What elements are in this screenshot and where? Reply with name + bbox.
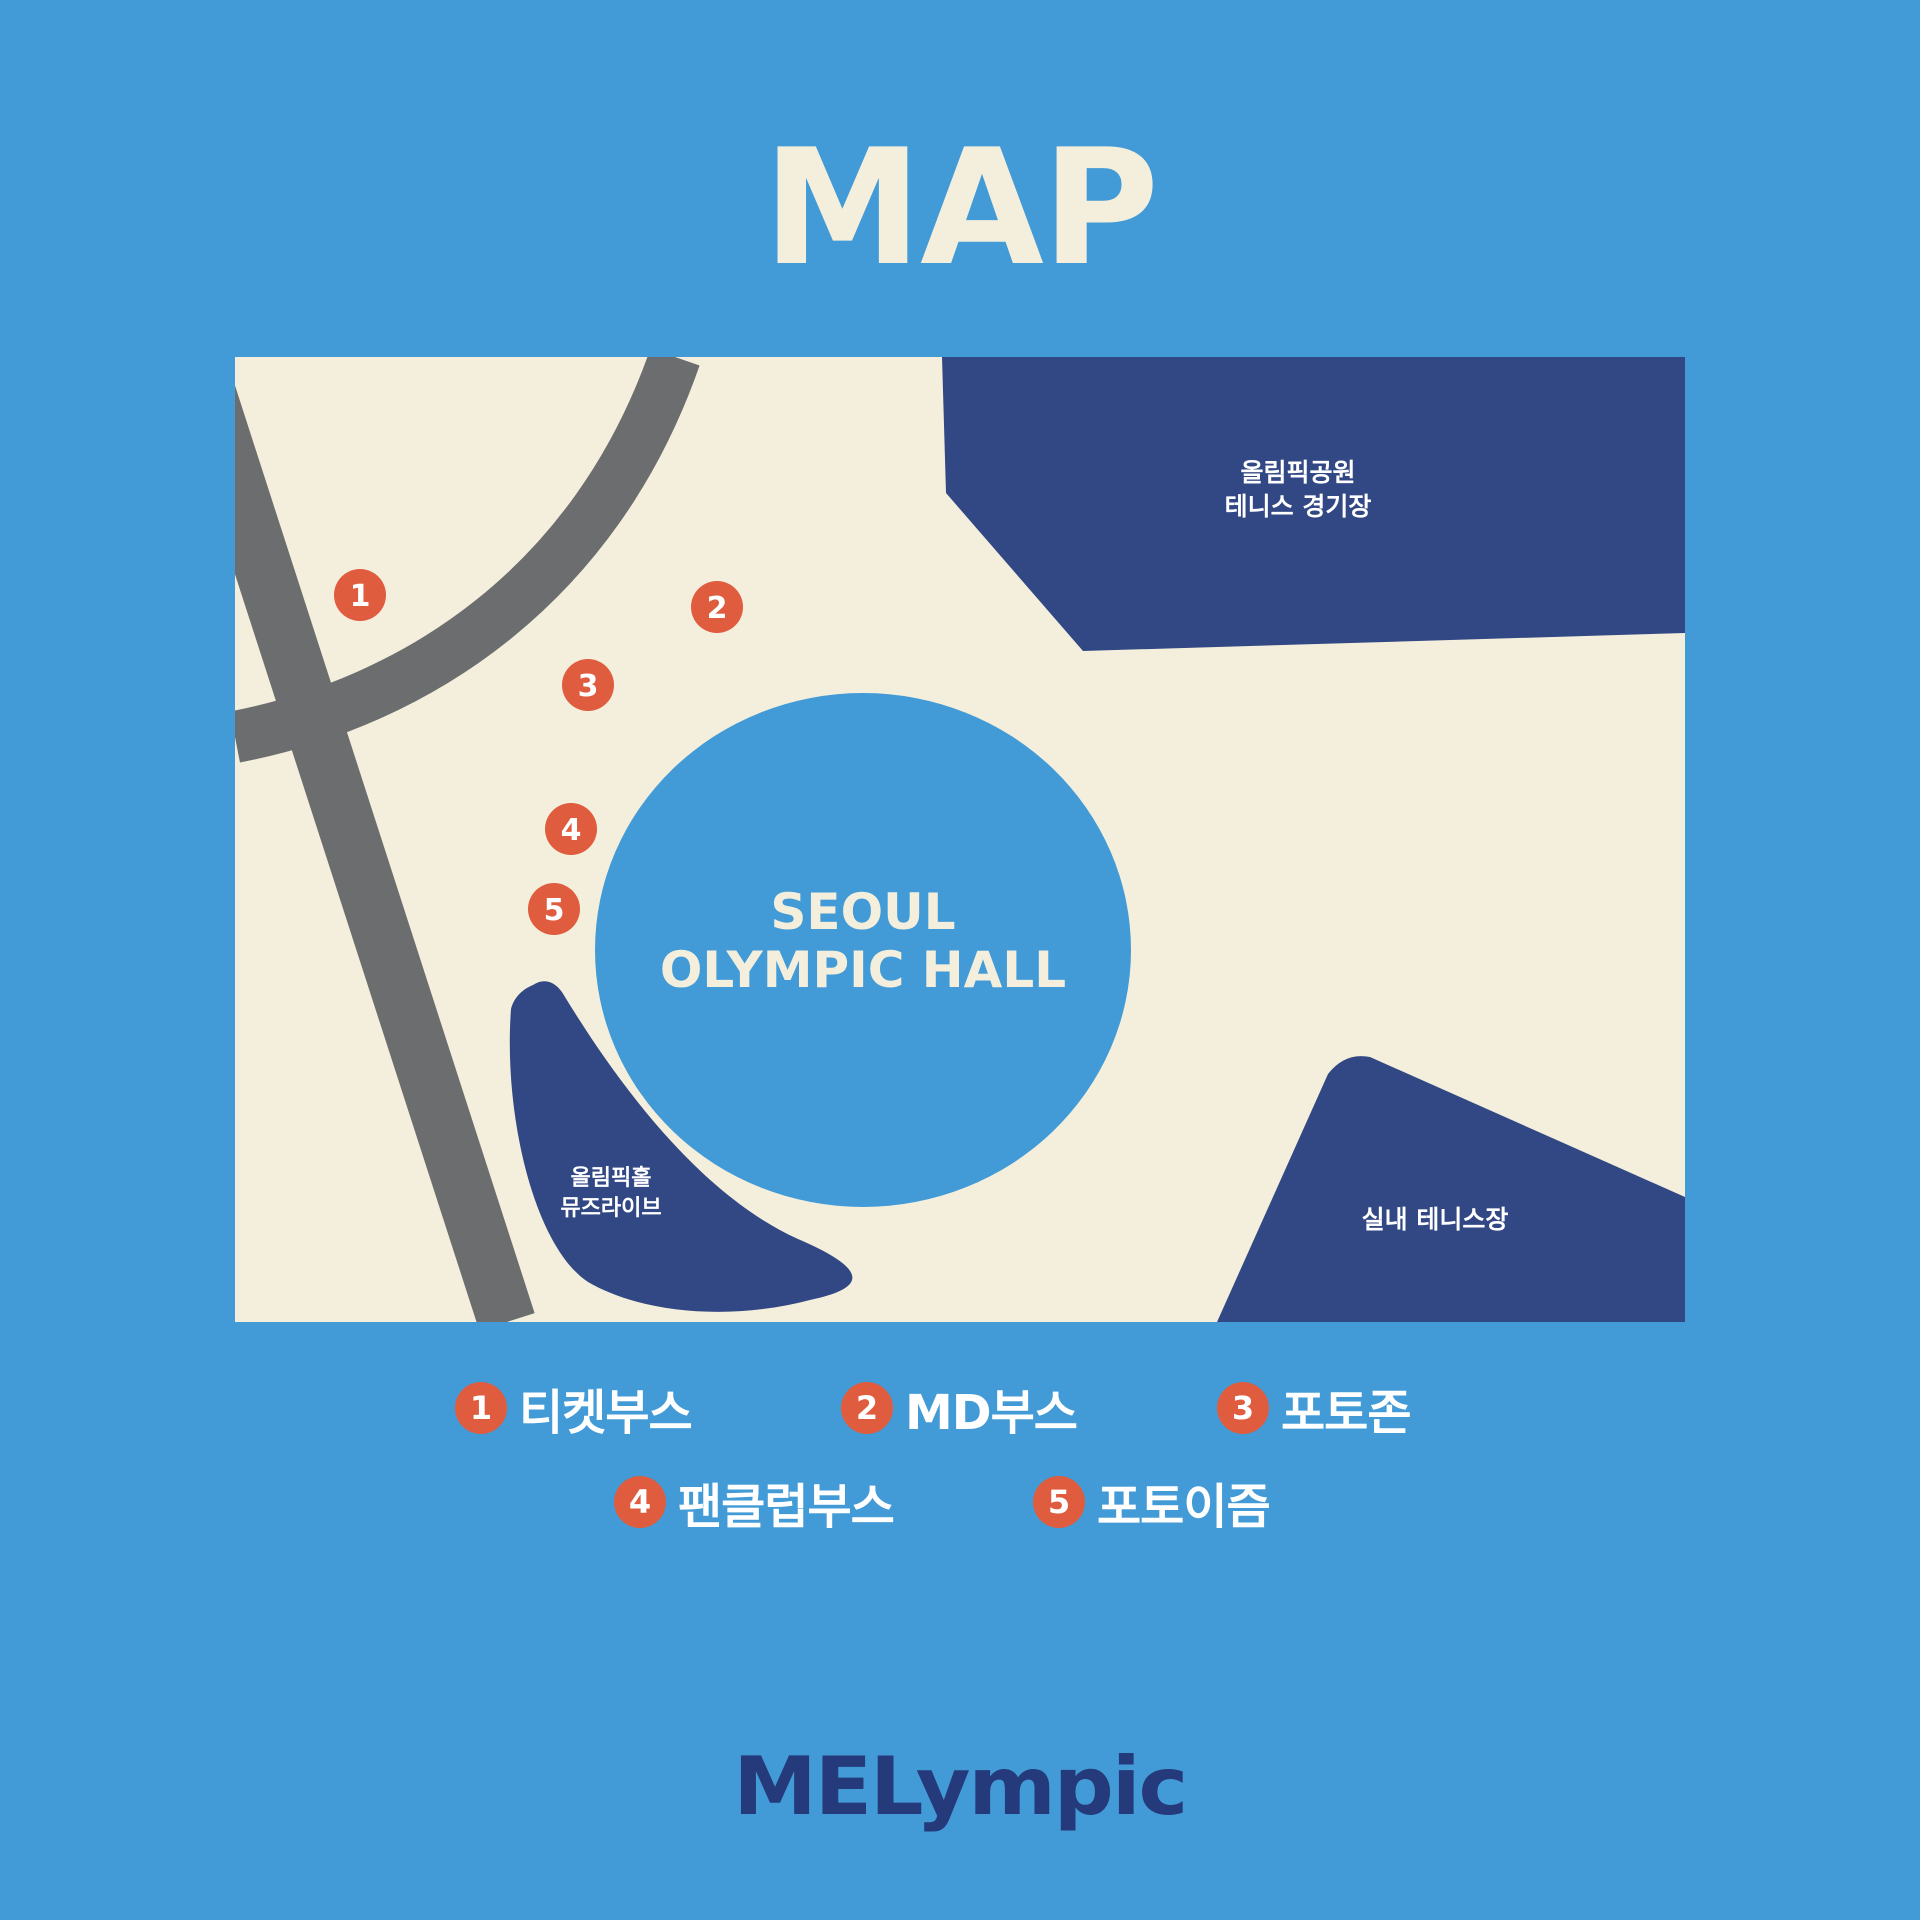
page-title: MAP (762, 114, 1159, 301)
legend-row-2: 4 팬클럽부스 5 포토이즘 (0, 1462, 1920, 1542)
legend-badge: 5 (1033, 1476, 1085, 1528)
svg-text:3: 3 (578, 669, 599, 704)
svg-text:1: 1 (350, 579, 371, 614)
legend-item-ticket-booth[interactable]: 1 티켓부스 (455, 1368, 693, 1448)
legend-label: 티켓부스 (519, 1385, 693, 1441)
hall-label-line1: SEOUL (770, 883, 955, 941)
legend-badge: 4 (614, 1476, 666, 1528)
legend-badge: 2 (841, 1382, 893, 1434)
legend-label: MD부스 (905, 1385, 1078, 1441)
brand-logo: MELympic (0, 1742, 1920, 1832)
indoor-tennis-label: 실내 테니스장 (1362, 1205, 1509, 1234)
tennis-stadium-label-line2: 테니스 경기장 (1225, 492, 1372, 521)
marker-4[interactable]: 4 (545, 803, 597, 855)
legend-item-photo-zone[interactable]: 3 포토존 (1217, 1368, 1411, 1448)
legend-item-fanclub-booth[interactable]: 4 팬클럽부스 (614, 1462, 895, 1542)
marker-3[interactable]: 3 (562, 659, 614, 711)
museum-label-line1: 올림픽홀 (571, 1165, 652, 1191)
legend-item-photoism[interactable]: 5 포토이즘 (1033, 1462, 1271, 1542)
svg-text:4: 4 (561, 813, 582, 848)
legend-label: 포토이즘 (1097, 1479, 1271, 1535)
hall-label-line2: OLYMPIC HALL (660, 941, 1066, 999)
legend-item-md-booth[interactable]: 2 MD부스 (841, 1368, 1078, 1448)
legend-label: 포토존 (1281, 1385, 1411, 1441)
legend-label: 팬클럽부스 (678, 1479, 895, 1535)
legend-badge: 1 (455, 1382, 507, 1434)
brand-logo-text: MELympic (733, 1740, 1188, 1833)
venue-map: SEOUL OLYMPIC HALL 올림픽공원 테니스 경기장 실내 테니스장… (235, 357, 1685, 1322)
svg-text:2: 2 (707, 591, 728, 626)
olympic-hall[interactable] (595, 693, 1131, 1207)
indoor-tennis-area (1217, 1056, 1685, 1322)
museum-area (509, 981, 853, 1312)
svg-text:5: 5 (544, 893, 565, 928)
legend-badge: 3 (1217, 1382, 1269, 1434)
marker-2[interactable]: 2 (691, 581, 743, 633)
marker-5[interactable]: 5 (528, 883, 580, 935)
museum-label-line2: 뮤즈라이브 (560, 1196, 661, 1221)
marker-1[interactable]: 1 (334, 569, 386, 621)
legend-row-1: 1 티켓부스 2 MD부스 3 포토존 (0, 1368, 1920, 1448)
diagonal-road (235, 385, 535, 1322)
tennis-stadium-label-line1: 올림픽공원 (1240, 458, 1355, 487)
tennis-stadium-area (942, 357, 1685, 651)
